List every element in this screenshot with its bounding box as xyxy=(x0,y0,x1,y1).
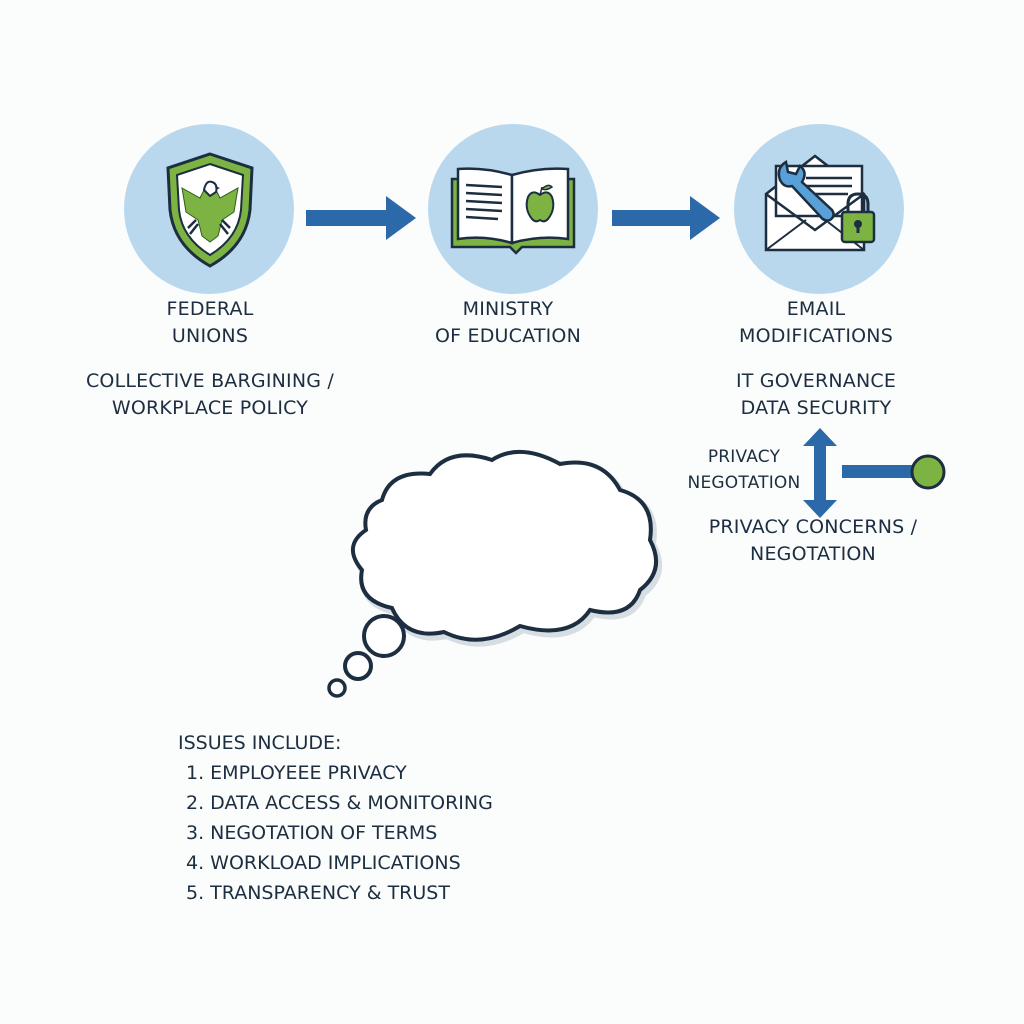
ministry-education-title: MINISTRY OF EDUCATION xyxy=(408,296,608,350)
email-modifications-title: EMAIL MODIFICATIONS xyxy=(716,296,916,350)
connector-line-with-node xyxy=(842,454,946,490)
subtitle-line: DATA SECURITY xyxy=(740,397,892,419)
flow-arrow-right-1 xyxy=(306,196,416,240)
thought-bubble-cloud xyxy=(351,449,659,642)
email-wrench-lock-icon xyxy=(764,154,876,252)
label-line: NEGOTATION xyxy=(687,473,801,493)
privacy-negotation-side-label: PRIVACY NEGOTATION xyxy=(676,444,812,496)
issue-item: 3. NEGOTATION OF TERMS xyxy=(186,822,438,844)
thought-bubble-dot-large xyxy=(362,614,406,658)
issues-list: ISSUES INCLUDE: 1. EMPLOYEEE PRIVACY 2. … xyxy=(178,728,493,908)
thought-bubble-dot-medium xyxy=(343,651,373,681)
title-line: UNIONS xyxy=(171,325,249,347)
label-line: NEGOTATION xyxy=(750,543,876,565)
issue-item: 1. EMPLOYEEE PRIVACY xyxy=(186,762,407,784)
issue-item: 2. DATA ACCESS & MONITORING xyxy=(186,792,493,814)
title-line: MINISTRY xyxy=(462,298,554,320)
federal-unions-title: FEDERAL UNIONS xyxy=(110,296,310,350)
title-line: MODIFICATIONS xyxy=(739,325,893,347)
label-line: PRIVACY xyxy=(707,447,781,467)
privacy-concerns-label: PRIVACY CONCERNS / NEGOTATION xyxy=(680,514,946,568)
shield-eagle-icon xyxy=(166,152,254,268)
title-line: EMAIL xyxy=(786,298,846,320)
label-line: PRIVACY CONCERNS / xyxy=(708,516,918,538)
issues-heading: ISSUES INCLUDE: xyxy=(178,732,342,754)
subtitle-line: WORKPLACE POLICY xyxy=(111,397,309,419)
subtitle-line: COLLECTIVE BARGINING / xyxy=(85,370,335,392)
thought-bubble-icon xyxy=(327,449,663,698)
thought-bubble-dot-small xyxy=(327,678,347,698)
issue-item: 4. WORKLOAD IMPLICATIONS xyxy=(186,852,461,874)
title-line: FEDERAL xyxy=(166,298,254,320)
federal-unions-subtitle: COLLECTIVE BARGINING / WORKPLACE POLICY xyxy=(60,368,360,422)
email-modifications-subtitle: IT GOVERNANCE DATA SECURITY xyxy=(696,368,936,422)
double-arrow-vertical-icon xyxy=(803,428,837,518)
open-book-apple-icon xyxy=(450,167,576,255)
title-line: OF EDUCATION xyxy=(434,325,582,347)
issue-item: 5. TRANSPARENCY & TRUST xyxy=(186,882,450,904)
subtitle-line: IT GOVERNANCE xyxy=(735,370,897,392)
flow-arrow-right-2 xyxy=(612,196,720,240)
